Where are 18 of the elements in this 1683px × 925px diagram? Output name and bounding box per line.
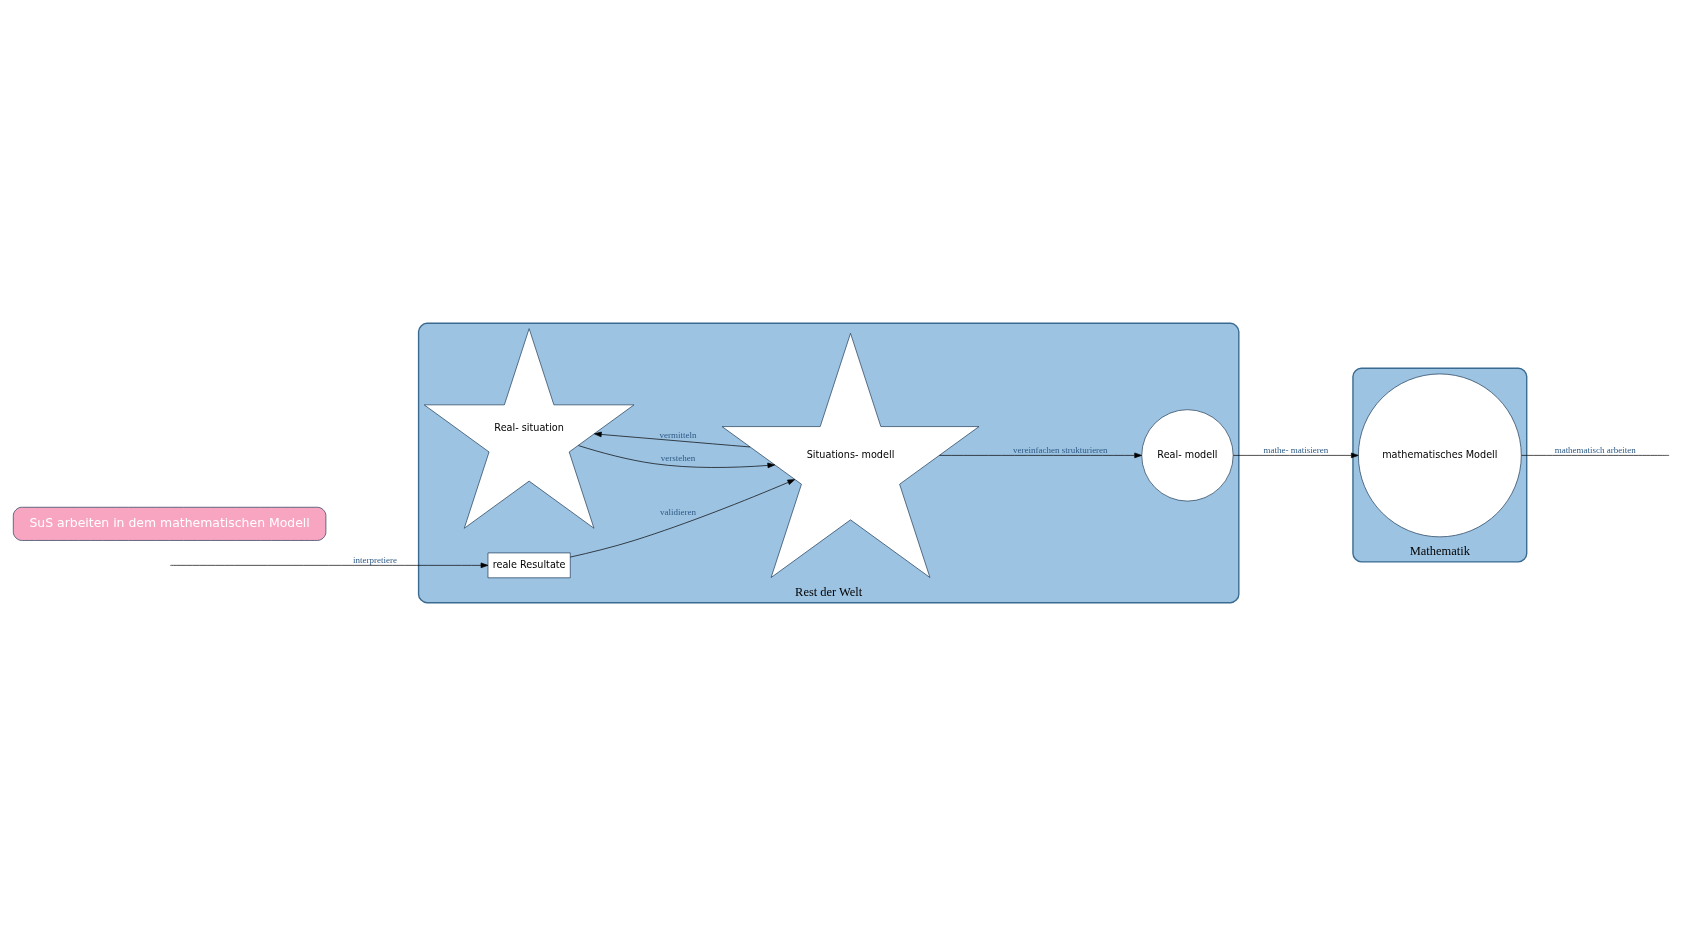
arrow (170, 562, 489, 568)
edge-label: verstehen (660, 452, 696, 463)
edge-label: vereinfachen strukturieren (1013, 444, 1108, 455)
arrow (939, 452, 1142, 458)
edge-label: mathe- matisieren (1263, 444, 1329, 455)
arrow (1232, 452, 1359, 458)
arrow (569, 478, 796, 557)
edge-label: validieren (660, 506, 697, 517)
edge-label: vermitteln (659, 429, 697, 440)
node-box: reale Resultate (487, 552, 571, 578)
node-circle: mathematisches Modell (1358, 373, 1522, 537)
edge-label: mathematisch arbeiten (1554, 444, 1636, 455)
connector (1521, 454, 1670, 456)
arrow (578, 444, 776, 468)
node-box: SuS arbeiten in dem mathematischen Modell (12, 506, 327, 541)
edge-label: interpretiere (353, 554, 397, 565)
arrow (594, 431, 751, 447)
node-circle: Real- modell (1141, 408, 1234, 501)
